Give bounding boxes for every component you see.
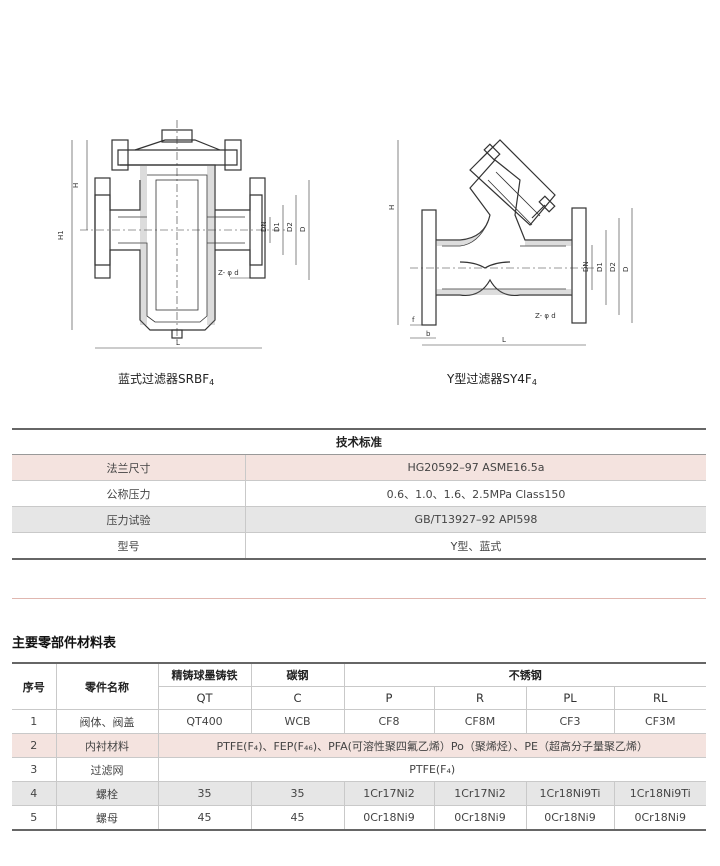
cell-seq: 4	[12, 781, 57, 806]
table-row: 1 阀体、阀盖 QT400 WCB CF8 CF8M CF3 CF3M	[12, 709, 706, 734]
cell-lining-materials: PTFE(F₄)、FEP(F₄₆)、PFA(可溶性聚四氟乙烯）Po（聚烯烃）、P…	[157, 733, 706, 758]
header-part-name: 零件名称	[55, 662, 159, 710]
cell-value: 1Cr17Ni2	[343, 781, 435, 806]
header-code: PL	[525, 686, 615, 710]
cell-seq: 3	[12, 757, 57, 782]
header-ductile-iron: 精铸球墨铸铁	[157, 662, 252, 687]
table-row: 2 内衬材料 PTFE(F₄)、FEP(F₄₆)、PFA(可溶性聚四氟乙烯）Po…	[12, 733, 706, 758]
dim-label-d1: D1	[273, 222, 281, 232]
tech-value: GB/T13927–92 API598	[245, 506, 706, 533]
cell-value: 0Cr18Ni9	[433, 805, 527, 831]
dim-label-l: L	[176, 339, 180, 347]
tech-label: 压力试验	[12, 506, 246, 533]
table-row: 压力试验 GB/T13927–92 API598	[12, 506, 706, 533]
dim-label-h: H	[72, 183, 80, 188]
y-dim-label-h: H	[388, 205, 396, 210]
cell-value: 45	[250, 805, 345, 831]
y-dim-label-d2: D2	[609, 262, 617, 272]
cell-part: 螺栓	[55, 781, 159, 806]
cell-value: 0Cr18Ni9	[525, 805, 615, 831]
cell-value: CF8M	[433, 709, 527, 734]
y-dim-label-b: b	[426, 330, 431, 338]
cell-value: 45	[157, 805, 252, 831]
dim-label-d2: D2	[286, 222, 294, 232]
tech-standard-table: 技术标准 法兰尺寸 HG20592–97 ASME16.5a 公称压力 0.6、…	[12, 428, 706, 560]
cell-part: 阀体、阀盖	[55, 709, 159, 734]
y-strainer-caption: Y型过滤器SY4F4	[447, 372, 537, 387]
tech-table-title: 技术标准	[12, 428, 706, 455]
dim-label-d: D	[299, 227, 307, 232]
header-seq: 序号	[12, 662, 57, 710]
section-divider	[12, 598, 706, 599]
tech-value: 0.6、1.0、1.6、2.5MPa Class150	[245, 480, 706, 507]
y-dim-label-d: D	[622, 267, 630, 272]
tech-label: 型号	[12, 532, 246, 560]
cell-value: 0Cr18Ni9	[613, 805, 706, 831]
header-code: QT	[158, 686, 252, 710]
table-row: 公称压力 0.6、1.0、1.6、2.5MPa Class150	[12, 480, 706, 507]
y-dim-label-dn: DN	[582, 261, 590, 272]
cell-seq: 5	[12, 805, 57, 831]
tech-value: Y型、蓝式	[245, 532, 706, 560]
cell-part: 内衬材料	[55, 733, 159, 758]
cell-value: CF8	[343, 709, 435, 734]
basket-strainer-drawing: H H1 DN D1 D2 D Z- φ d L	[57, 120, 310, 349]
tech-label: 法兰尺寸	[12, 454, 246, 481]
y-dim-label-zd: Z- φ d	[535, 312, 556, 320]
cell-value: 35	[250, 781, 345, 806]
cell-value: WCB	[250, 709, 345, 734]
header-code: RL	[613, 686, 706, 710]
table-row: 4 螺栓 35 35 1Cr17Ni2 1Cr17Ni2 1Cr18Ni9Ti …	[12, 781, 706, 806]
y-dim-label-d1: D1	[596, 262, 604, 272]
cell-value: 35	[157, 781, 252, 806]
cell-part: 螺母	[55, 805, 159, 831]
header-code: R	[433, 686, 527, 710]
table-row: 3 过滤网 PTFE(F₄)	[12, 757, 706, 782]
dim-label-h1: H1	[57, 230, 65, 240]
cell-value: 0Cr18Ni9	[343, 805, 435, 831]
header-code: C	[250, 686, 345, 710]
cell-seq: 1	[12, 709, 57, 734]
y-dim-label-f: f	[412, 316, 415, 324]
header-stainless-steel: 不锈钢	[343, 662, 706, 687]
dim-label-zd: Z- φ d	[218, 269, 239, 277]
y-strainer-drawing: H DN D1 D2 D Z- φ d f b L	[388, 139, 633, 346]
table-row: 法兰尺寸 HG20592–97 ASME16.5a	[12, 454, 706, 481]
cell-screen-material: PTFE(F₄)	[157, 757, 706, 782]
tech-label: 公称压力	[12, 480, 246, 507]
cell-value: CF3M	[613, 709, 706, 734]
basket-strainer-caption: 蓝式过滤器SRBF4	[118, 372, 215, 387]
drawings-area: H H1 DN D1 D2 D Z- φ d L	[0, 0, 720, 400]
header-carbon-steel: 碳钢	[250, 662, 345, 687]
cell-value: 1Cr18Ni9Ti	[525, 781, 615, 806]
tech-value: HG20592–97 ASME16.5a	[245, 454, 706, 481]
cell-value: CF3	[525, 709, 615, 734]
materials-title: 主要零部件材料表	[12, 636, 117, 651]
dim-label-dn: DN	[260, 221, 268, 232]
cell-value: 1Cr18Ni9Ti	[613, 781, 706, 806]
cell-value: QT400	[157, 709, 252, 734]
header-code: P	[343, 686, 435, 710]
table-row: 型号 Y型、蓝式	[12, 532, 706, 560]
cell-value: 1Cr17Ni2	[433, 781, 527, 806]
table-row: 5 螺母 45 45 0Cr18Ni9 0Cr18Ni9 0Cr18Ni9 0C…	[12, 805, 706, 831]
cell-part: 过滤网	[55, 757, 159, 782]
materials-table: 序号 零件名称 精铸球墨铸铁 碳钢 不锈钢 QT C P R PL RL 1 阀…	[12, 662, 706, 831]
cell-seq: 2	[12, 733, 57, 758]
y-dim-label-l: L	[502, 336, 506, 344]
